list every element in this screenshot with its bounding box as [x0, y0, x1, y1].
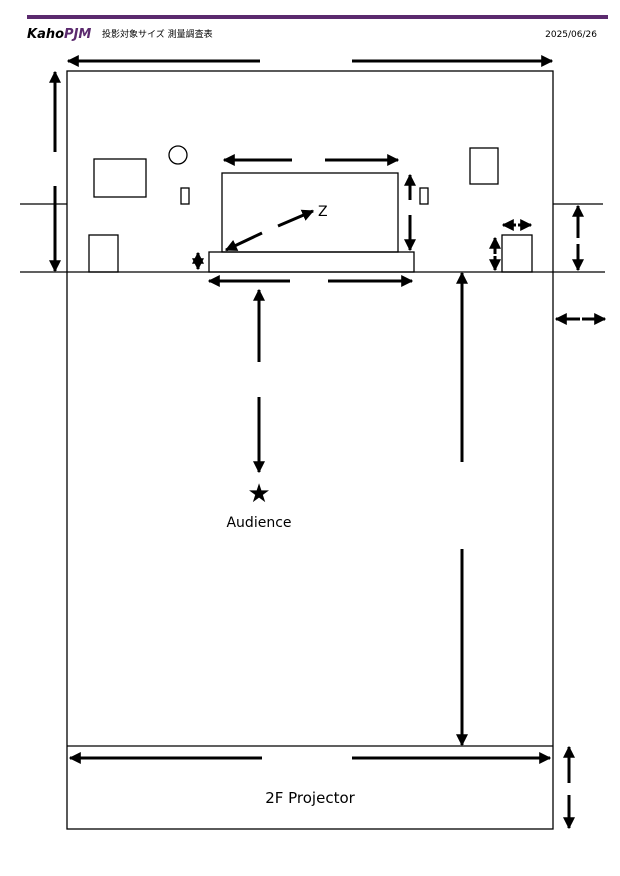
- speaker-left: [180, 187, 190, 205]
- door-right: [501, 234, 533, 273]
- header-accent-bar: [27, 15, 608, 19]
- door-left: [88, 234, 119, 273]
- brand-logo: KahoPJM: [27, 27, 91, 42]
- stage: [208, 251, 415, 273]
- room-outline: [66, 70, 554, 830]
- document-title: 投影対象サイズ 測量調査表: [102, 28, 213, 40]
- wall-window: [93, 158, 147, 198]
- wall-panel-right: [469, 147, 499, 185]
- diagonal-label: Z: [318, 204, 328, 220]
- document-date: 2025/06/26: [545, 30, 597, 40]
- diagonal-arrow-lower: [224, 231, 263, 252]
- audience-star-icon: ★: [247, 479, 270, 509]
- projector-label: 2F Projector: [265, 789, 355, 807]
- speaker-right: [419, 187, 429, 205]
- audience-label: Audience: [226, 515, 291, 531]
- diagonal-arrow-upper: [277, 209, 315, 228]
- wall-clock: [168, 145, 188, 165]
